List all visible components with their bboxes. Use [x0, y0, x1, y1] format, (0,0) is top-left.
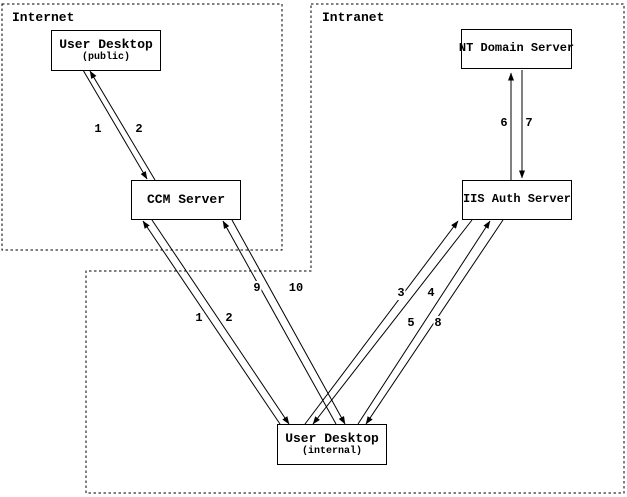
- node-subtitle: (public): [81, 52, 130, 64]
- node-title: User Desktop: [285, 430, 379, 446]
- edge-label-6: 6: [499, 116, 509, 130]
- node-title: IIS Auth Server: [462, 192, 572, 207]
- internet-region-border: [1, 3, 283, 251]
- edge-2-ccm-to-internal-desktop: [151, 219, 290, 425]
- edge-10-ccm-to-internal-desktop: [231, 219, 346, 425]
- edge-label-9: 9: [252, 281, 262, 295]
- edge-9-internal-desktop-to-ccm: [222, 220, 337, 425]
- edge-label-4: 4: [426, 286, 436, 300]
- region-label-internet: Internet: [12, 10, 75, 25]
- edge-label-2-public: 2: [134, 122, 144, 136]
- edge-label-2-internal: 2: [224, 311, 234, 325]
- edge-1-internal-desktop-to-ccm: [142, 220, 281, 425]
- edge-2-ccm-to-public-desktop: [89, 70, 156, 181]
- node-title: User Desktop: [59, 36, 153, 52]
- edge-label-10: 10: [287, 281, 305, 295]
- node-iis-auth-server: IIS Auth Server: [462, 180, 572, 220]
- edge-label-1-internal: 1: [194, 311, 204, 325]
- node-title: NT Domain Server: [458, 41, 575, 56]
- region-label-intranet: Intranet: [322, 10, 385, 25]
- node-user-desktop-public: User Desktop (public): [51, 30, 161, 71]
- node-title: CCM Server: [146, 191, 225, 207]
- edge-label-3: 3: [396, 286, 406, 300]
- edge-1-public-desktop-to-ccm: [82, 69, 148, 180]
- node-subtitle: (internal): [301, 446, 362, 458]
- node-user-desktop-internal: User Desktop (internal): [277, 424, 387, 465]
- node-nt-domain-server: NT Domain Server: [458, 29, 575, 69]
- intranet-region-border: [85, 3, 625, 494]
- edge-label-8: 8: [433, 316, 443, 330]
- node-ccm-server: CCM Server: [131, 180, 241, 220]
- edge-5-internal-desktop-to-iis: [357, 220, 491, 425]
- edge-label-1-public: 1: [93, 122, 103, 136]
- edge-4-iis-to-internal-desktop: [312, 219, 473, 425]
- edge-label-5: 5: [406, 316, 416, 330]
- edge-label-7: 7: [524, 116, 534, 130]
- edge-3-internal-desktop-to-iis: [304, 220, 459, 425]
